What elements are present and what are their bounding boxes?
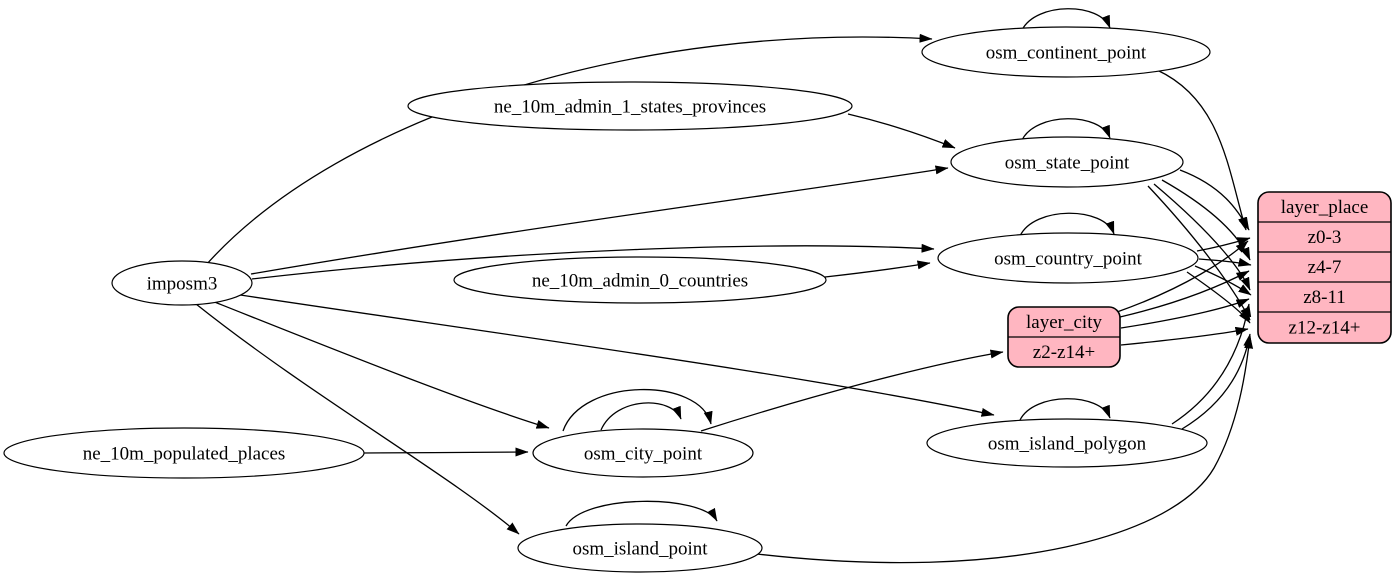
node-label-osm_city_point: osm_city_point [584,444,703,465]
edge-imposm3-to-osm_continent_point [205,33,933,266]
node-label-ne_10m_admin_0_countries: ne_10m_admin_0_countries [532,271,748,292]
edge-layer_city-to-layer_place:z8-11 [1120,298,1250,329]
record-title-layer_place: layer_place [1281,197,1369,218]
node-shape-ne_10m_populated_places [3,427,365,479]
node-imposm3: imposm3 [111,260,253,306]
node-ne_10m_admin_0_countries: ne_10m_admin_0_countries [453,256,827,304]
edge-imposm3-to-osm_city_point [211,300,550,429]
node-osm_city_point: osm_city_point [532,428,754,478]
node-label-ne_10m_populated_places: ne_10m_populated_places [83,444,286,465]
node-osm_state_point: osm_state_point [950,136,1184,188]
node-shape-osm_state_point [950,136,1184,188]
record-title-layer_city: layer_city [1026,312,1102,333]
edge-osm_island_polygon-to-layer_place:z8-11 [1171,303,1252,425]
edge-osm_state_point-to-layer_place:z4-7 [1161,179,1251,261]
edge-osm_island_point-to-layer_place:z12-z14+ [756,335,1254,564]
node-shape-osm_continent_point [921,26,1211,78]
edge-osm_island_polygon-to-layer_place:z12-z14+ [1181,333,1253,430]
edge-osm_city_point-to-osm_city_point [600,402,682,431]
edge-layer_city-to-layer_place:z12-z14+ [1120,326,1249,346]
edge-osm_country_point-to-layer_place:z0-3 [1196,237,1251,252]
node-osm_island_point: osm_island_point [517,523,763,573]
node-osm_continent_point: osm_continent_point [921,26,1211,78]
record-row-layer_place: z12-z14+ [1289,318,1361,339]
node-shape-imposm3 [111,260,253,306]
edge-imposm3-to-osm_island_polygon [226,292,995,417]
node-label-osm_island_point: osm_island_point [572,539,708,560]
node-label-osm_state_point: osm_state_point [1005,153,1130,174]
node-ne_10m_admin_1_states_provinces: ne_10m_admin_1_states_provinces [407,81,853,131]
record-row-layer_city: z2-z14+ [1033,342,1095,363]
edge-layer_city-to-layer_place:z4-7 [1119,270,1250,318]
node-shape-osm_city_point [532,428,754,478]
edge-ne_10m_populated_places-to-osm_city_point [363,447,529,457]
edge-osm_country_point-to-layer_place:z4-7 [1198,257,1252,267]
node-shape-osm_island_point [517,523,763,573]
node-osm_country_point: osm_country_point [937,232,1199,284]
edge-osm_continent_point-to-osm_continent_point [1021,8,1111,31]
record-shape-layer_place [1257,191,1392,344]
node-osm_island_polygon: osm_island_polygon [926,418,1208,468]
node-shape-ne_10m_admin_1_states_provinces [407,81,853,131]
edge-osm_continent_point-to-layer_place:z0-3 [1156,69,1247,231]
record-row-layer_place: z4-7 [1308,257,1342,278]
node-label-osm_country_point: osm_country_point [994,249,1142,270]
edge-osm_country_point-to-osm_country_point [1019,212,1115,237]
node-shape-ne_10m_admin_0_countries [453,256,827,304]
edge-osm_city_point-to-osm_city_point [562,388,713,432]
record-layer_place: layer_place z0-3 z4-7 z8-11 z12-z14+ [1257,191,1392,344]
node-shape-osm_country_point [937,232,1199,284]
node-ne_10m_populated_places: ne_10m_populated_places [3,427,365,479]
edge-osm_state_point-to-layer_place:z8-11 [1153,183,1251,291]
edge-osm_island_point-to-osm_island_point [565,500,718,527]
edge-layer_city-to-layer_place:z0-3 [1116,240,1249,313]
edge-ne_10m_admin_1_states_provinces-to-osm_state_point [847,113,956,149]
node-label-osm_continent_point: osm_continent_point [986,43,1147,64]
record-layer_city: layer_city z2-z14+ [1007,306,1121,368]
edge-osm_state_point-to-layer_place:z0-3 [1179,169,1250,231]
node-label-imposm3: imposm3 [147,274,218,295]
edge-ne_10m_admin_0_countries-to-osm_country_point [824,260,931,278]
record-row-layer_place: z8-11 [1303,287,1346,308]
node-label-ne_10m_admin_1_states_provinces: ne_10m_admin_1_states_provinces [494,97,766,118]
edge-imposm3-to-osm_state_point [250,165,949,275]
edge-osm_state_point-to-osm_state_point [1021,118,1111,141]
edge-osm_city_point-to-layer_city:z2-z14+ [700,349,1004,432]
node-label-osm_island_polygon: osm_island_polygon [988,434,1147,455]
edge-osm_country_point-to-layer_place:z12-z14+ [1186,271,1251,324]
record-row-layer_place: z0-3 [1308,227,1342,248]
edge-osm_island_polygon-to-osm_island_polygon [1019,398,1111,421]
edge-osm_country_point-to-layer_place:z8-11 [1194,265,1252,296]
node-shape-osm_island_polygon [926,418,1208,468]
edge-imposm3-to-osm_island_point [195,303,520,535]
edge-imposm3-to-osm_country_point [251,243,935,280]
